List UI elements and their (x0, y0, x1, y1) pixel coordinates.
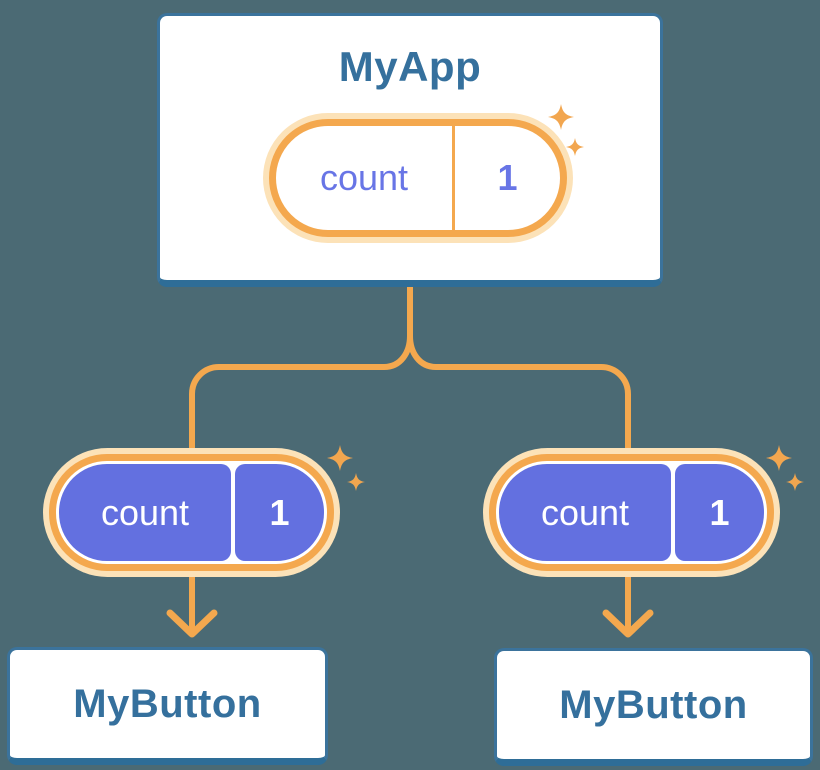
arrow-down-icon (166, 609, 218, 638)
right-count-pill: count 1 (483, 448, 780, 577)
state-value-cell: 1 (455, 126, 560, 230)
prop-pill-body: count 1 (49, 454, 334, 571)
arrow-down-icon (602, 609, 654, 638)
prop-pill-body: count 1 (489, 454, 774, 571)
prop-value-label: 1 (269, 491, 290, 533)
mybutton-title: MyButton (73, 681, 262, 726)
myapp-state-pill: count 1 (263, 113, 573, 243)
state-name-label: count (319, 157, 409, 198)
left-count-pill: count 1 (43, 448, 340, 577)
sparkle-icon (766, 445, 804, 491)
pill-divider (452, 126, 455, 230)
state-value-label: 1 (497, 157, 518, 198)
mybutton-card-right: MyButton (494, 648, 813, 766)
state-pill-body: count 1 (269, 119, 567, 237)
sparkle-icon (327, 445, 365, 491)
myapp-title: MyApp (338, 43, 482, 90)
prop-value-cell: 1 (675, 464, 764, 561)
prop-name-label: count (100, 491, 190, 533)
mybutton-card-left: MyButton (7, 647, 328, 765)
prop-name-cell: count (59, 464, 231, 561)
prop-value-label: 1 (709, 491, 730, 533)
connector-branch-right (407, 287, 631, 633)
sparkle-icon (548, 104, 584, 156)
prop-value-cell: 1 (235, 464, 324, 561)
prop-name-cell: count (499, 464, 671, 561)
state-name-cell: count (276, 126, 452, 230)
prop-name-label: count (540, 491, 630, 533)
mybutton-title: MyButton (559, 682, 748, 727)
